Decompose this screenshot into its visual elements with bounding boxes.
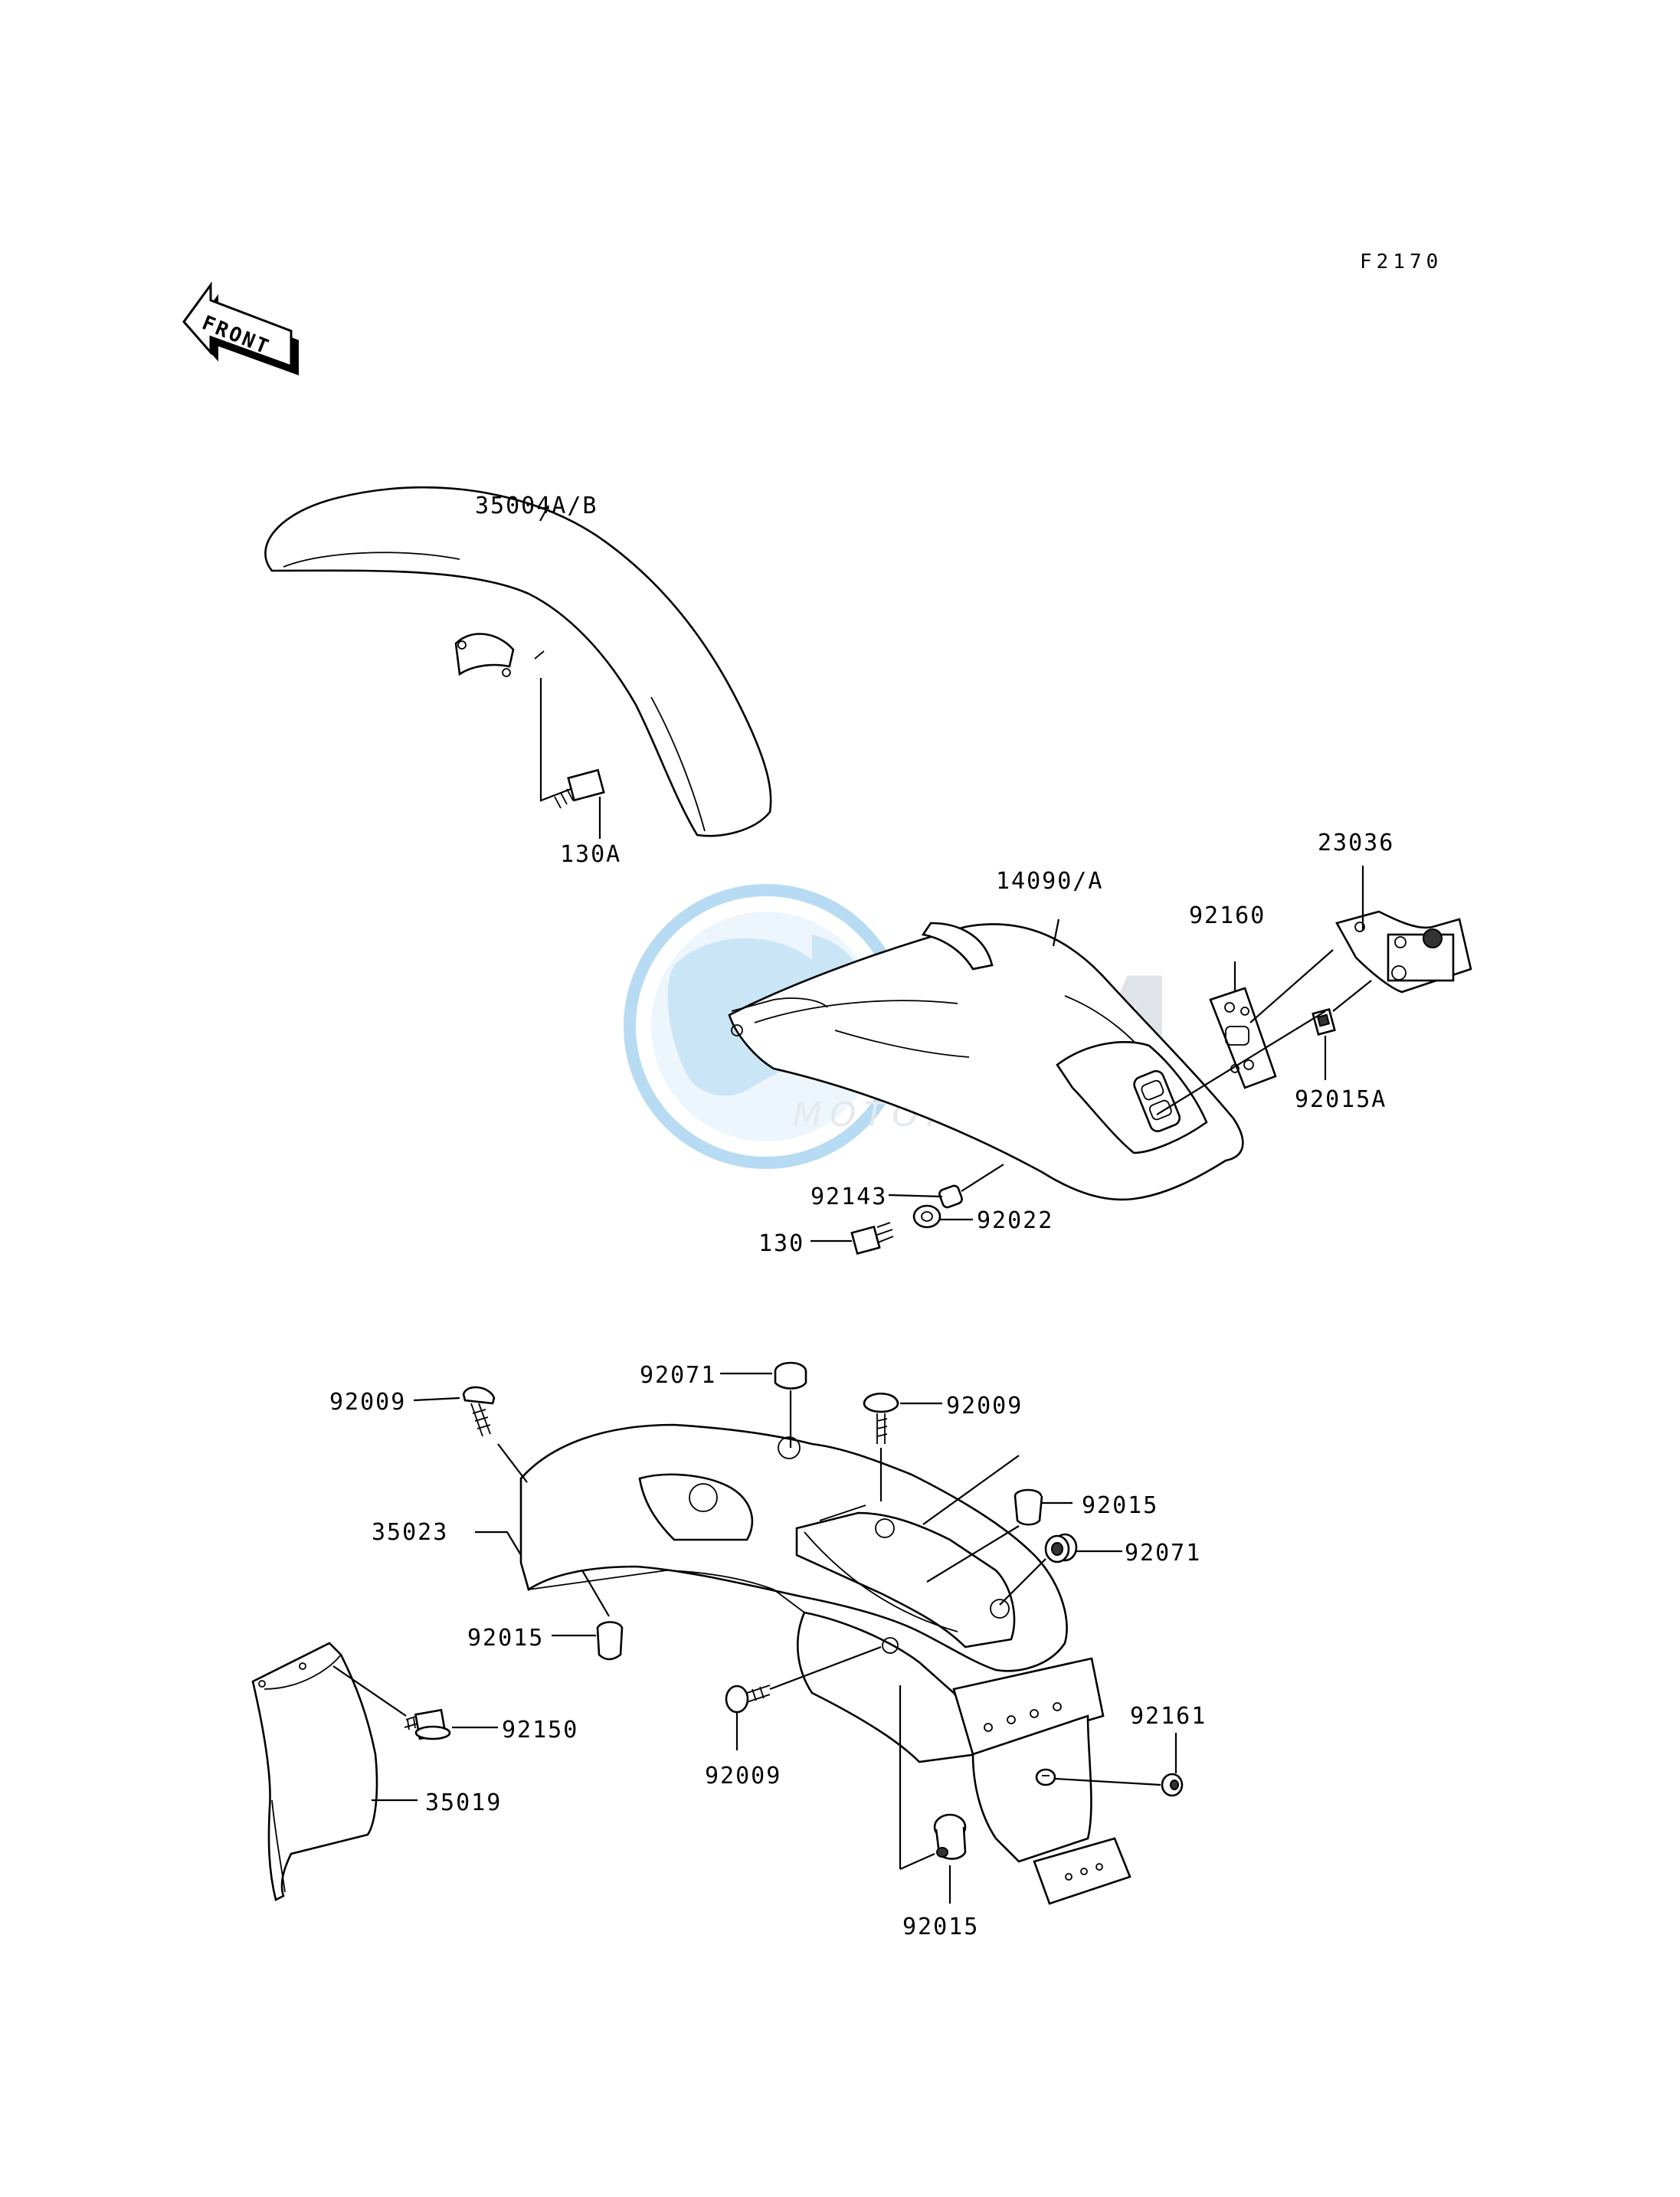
- rear-fender-bolt-left: [462, 1386, 496, 1437]
- label-license-lamp: 23036: [1318, 830, 1394, 856]
- rear-fender: [519, 1423, 1131, 1905]
- rear-fender-collar-lower: [933, 1813, 967, 1860]
- front-arrow-icon: FRONT: [182, 281, 299, 375]
- label-rear-fender-damper-right: 92071: [1125, 1540, 1201, 1567]
- rear-fender-collar-right: [1014, 1488, 1043, 1526]
- rear-fender-cap: [1035, 1768, 1184, 1797]
- label-flap-bolt: 92150: [502, 1717, 578, 1744]
- label-lamp-gasket: 92160: [1189, 902, 1266, 929]
- diagram-code: F2170: [1360, 250, 1443, 273]
- label-rear-fender-damper-top: 92071: [640, 1362, 716, 1389]
- rear-fender-collar-left: [596, 1621, 624, 1661]
- rear-fender-damper-top: [774, 1361, 807, 1390]
- lamp-gasket: [1209, 987, 1277, 1089]
- license-lamp: [1335, 910, 1472, 994]
- label-cover-bolt: 130: [758, 1230, 804, 1257]
- label-rear-fender: 35023: [372, 1519, 448, 1546]
- label-front-fender-bolt: 130A: [560, 841, 621, 868]
- rear-flap: [251, 1642, 378, 1901]
- lamp-grommet: [1312, 1008, 1336, 1036]
- label-rear-fender-cover: 14090/A: [996, 868, 1103, 895]
- label-rear-fender-bolt-right: 92009: [946, 1393, 1023, 1419]
- rear-fender-bolt-lower: [725, 1685, 771, 1714]
- label-rear-fender-collar-lower: 92015: [902, 1914, 979, 1940]
- cover-washer: [912, 1204, 942, 1229]
- label-rear-flap: 35019: [425, 1789, 502, 1816]
- front-fender: [264, 486, 772, 837]
- label-rear-fender-bolt-lower: 92009: [705, 1763, 781, 1789]
- label-rear-fender-cap: 92161: [1130, 1703, 1207, 1730]
- rear-fender-bolt-right: [863, 1393, 899, 1444]
- label-lamp-grommet: 92015A: [1295, 1086, 1387, 1113]
- label-cover-collar: 92143: [811, 1184, 887, 1210]
- cover-bolt: [850, 1222, 894, 1255]
- label-rear-fender-collar-left: 92015: [467, 1625, 544, 1652]
- label-rear-fender-bolt-left: 92009: [329, 1389, 406, 1416]
- label-cover-washer: 92022: [977, 1207, 1053, 1234]
- rear-fender-damper-right: [1044, 1533, 1078, 1563]
- label-front-fender: 35004A/B: [475, 493, 598, 519]
- cover-collar: [938, 1184, 963, 1209]
- rear-fender-cover: [728, 922, 1244, 1201]
- label-rear-fender-collar-right: 92015: [1082, 1492, 1158, 1519]
- flap-bolt: [404, 1708, 451, 1740]
- front-fender-bolt: [554, 768, 605, 809]
